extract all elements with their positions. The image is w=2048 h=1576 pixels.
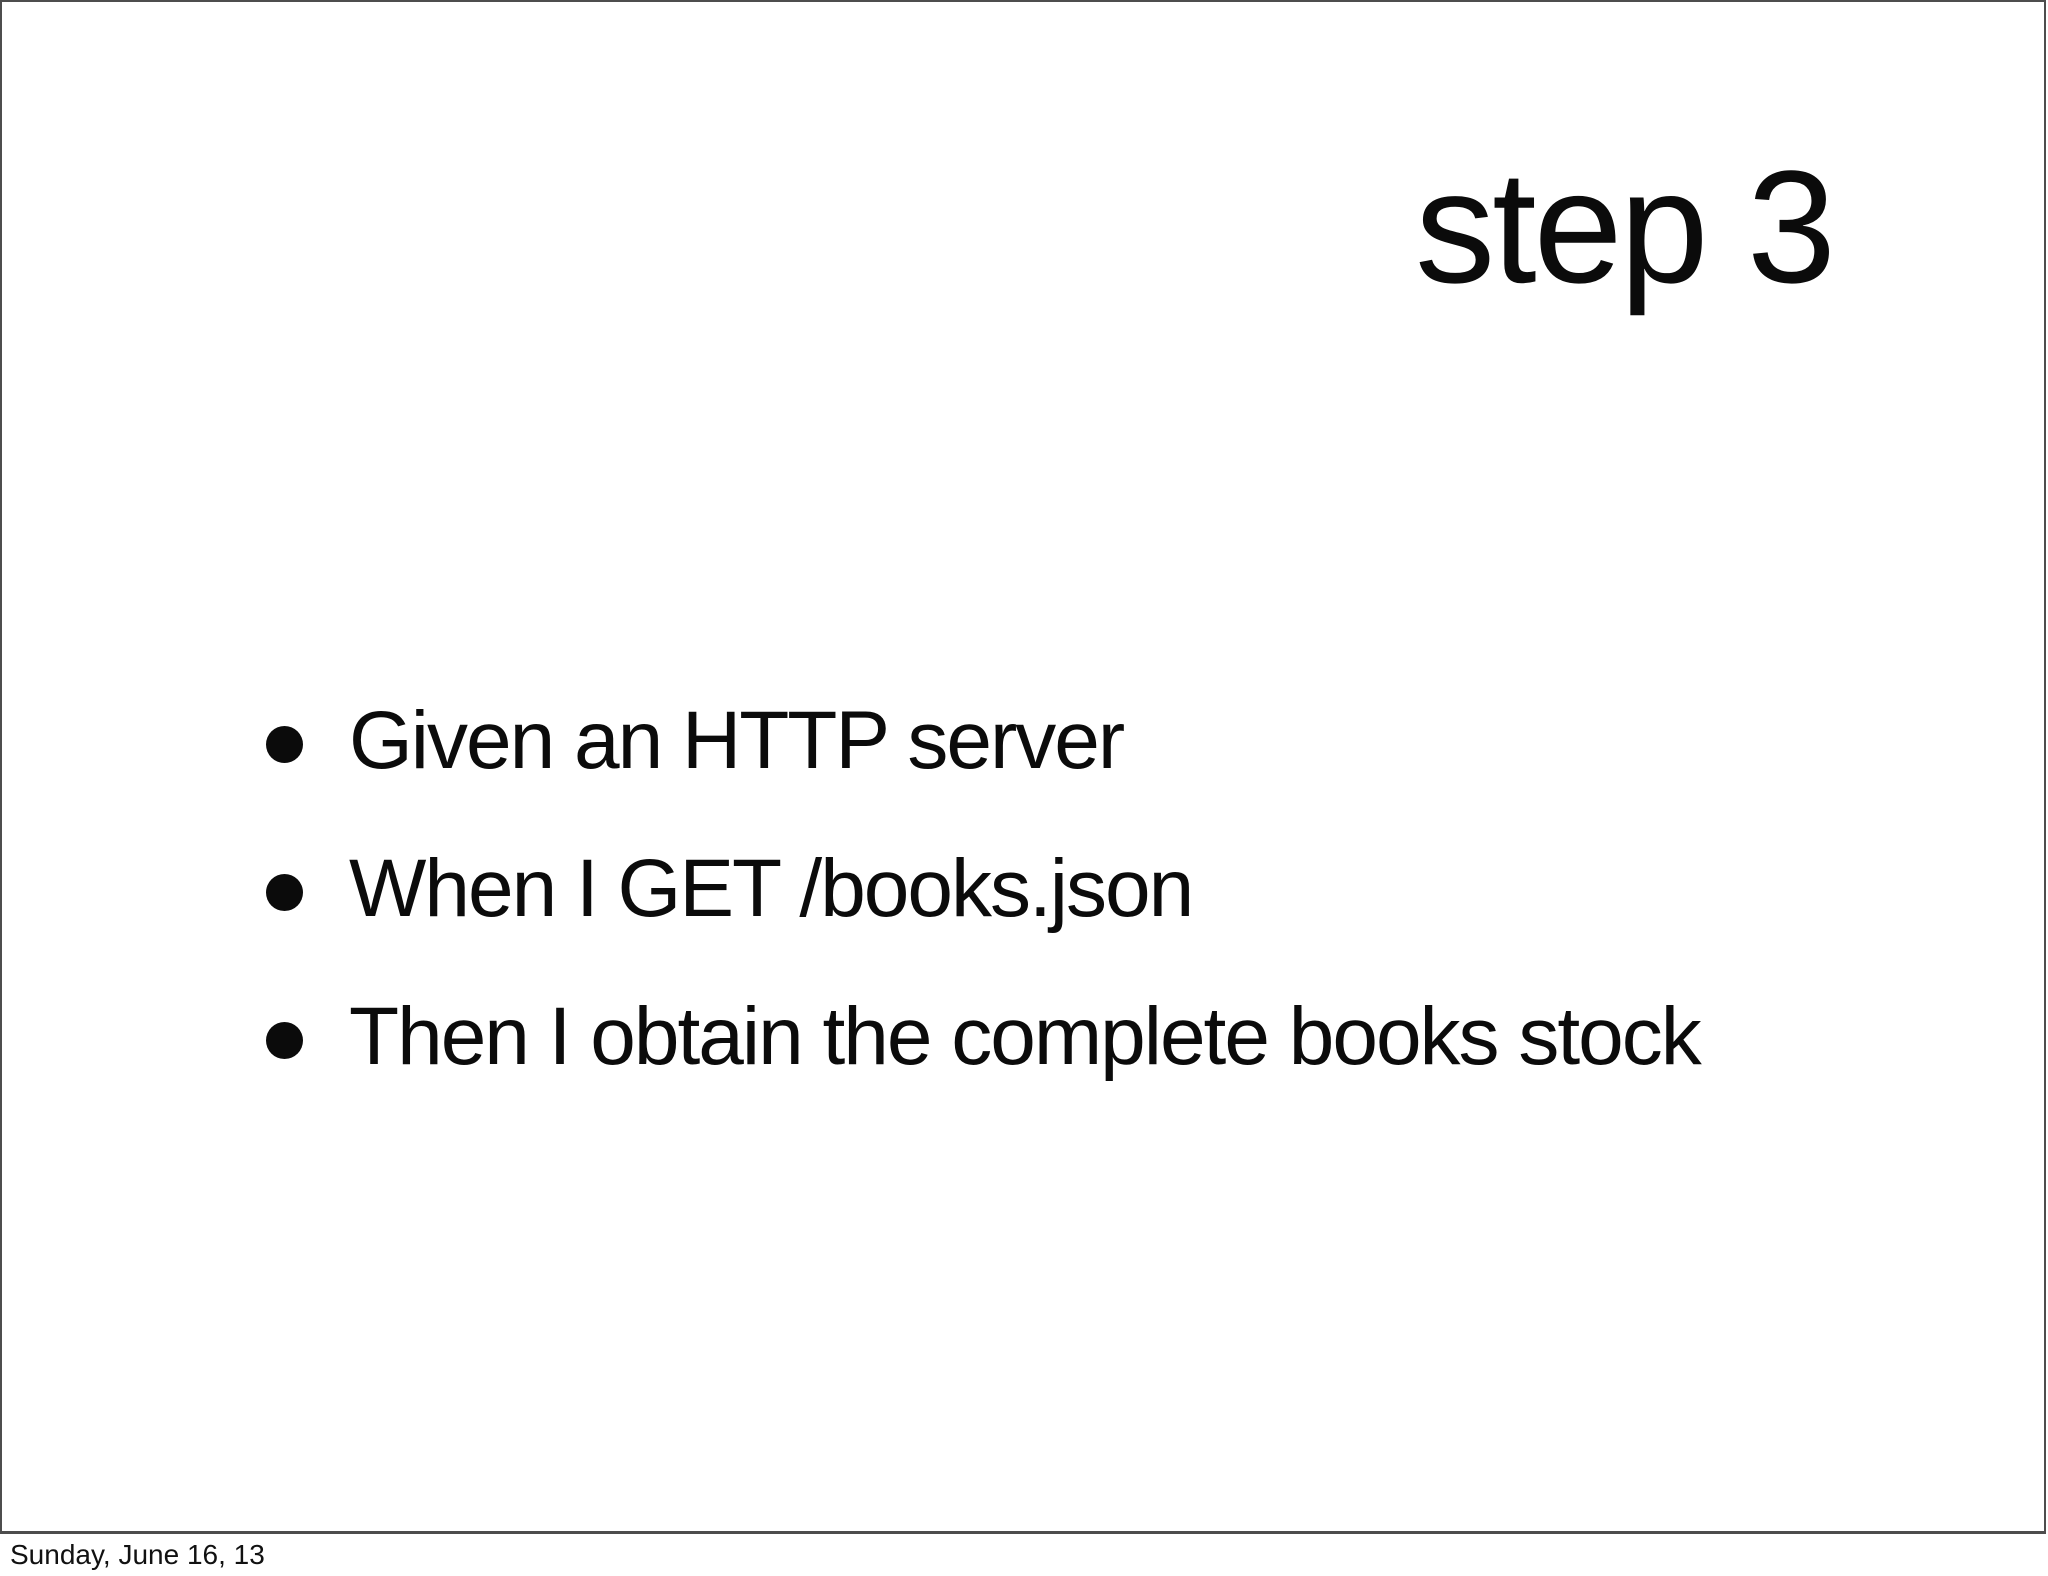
bullet-item: Given an HTTP server	[266, 670, 1700, 818]
footer-date: Sunday, June 16, 13	[10, 1539, 265, 1570]
bullet-text: Then I obtain the complete books stock	[349, 991, 1702, 1082]
bullet-list: Given an HTTP server When I GET /books.j…	[266, 670, 1702, 1114]
footer-strip: Sunday, June 16, 13	[0, 1534, 2048, 1576]
bullet-dot-icon	[266, 725, 303, 763]
bullet-item: When I GET /books.json	[266, 818, 1700, 966]
bullet-text: When I GET /books.json	[349, 843, 1194, 934]
slide-canvas: step 3 Given an HTTP server When I GET /…	[0, 0, 2046, 1534]
slide-title: step 3	[1415, 137, 1836, 316]
bullet-dot-icon	[266, 1021, 303, 1059]
bullet-dot-icon	[266, 873, 303, 911]
bullet-item: Then I obtain the complete books stock	[266, 966, 1702, 1114]
bullet-text: Given an HTTP server	[349, 695, 1125, 786]
